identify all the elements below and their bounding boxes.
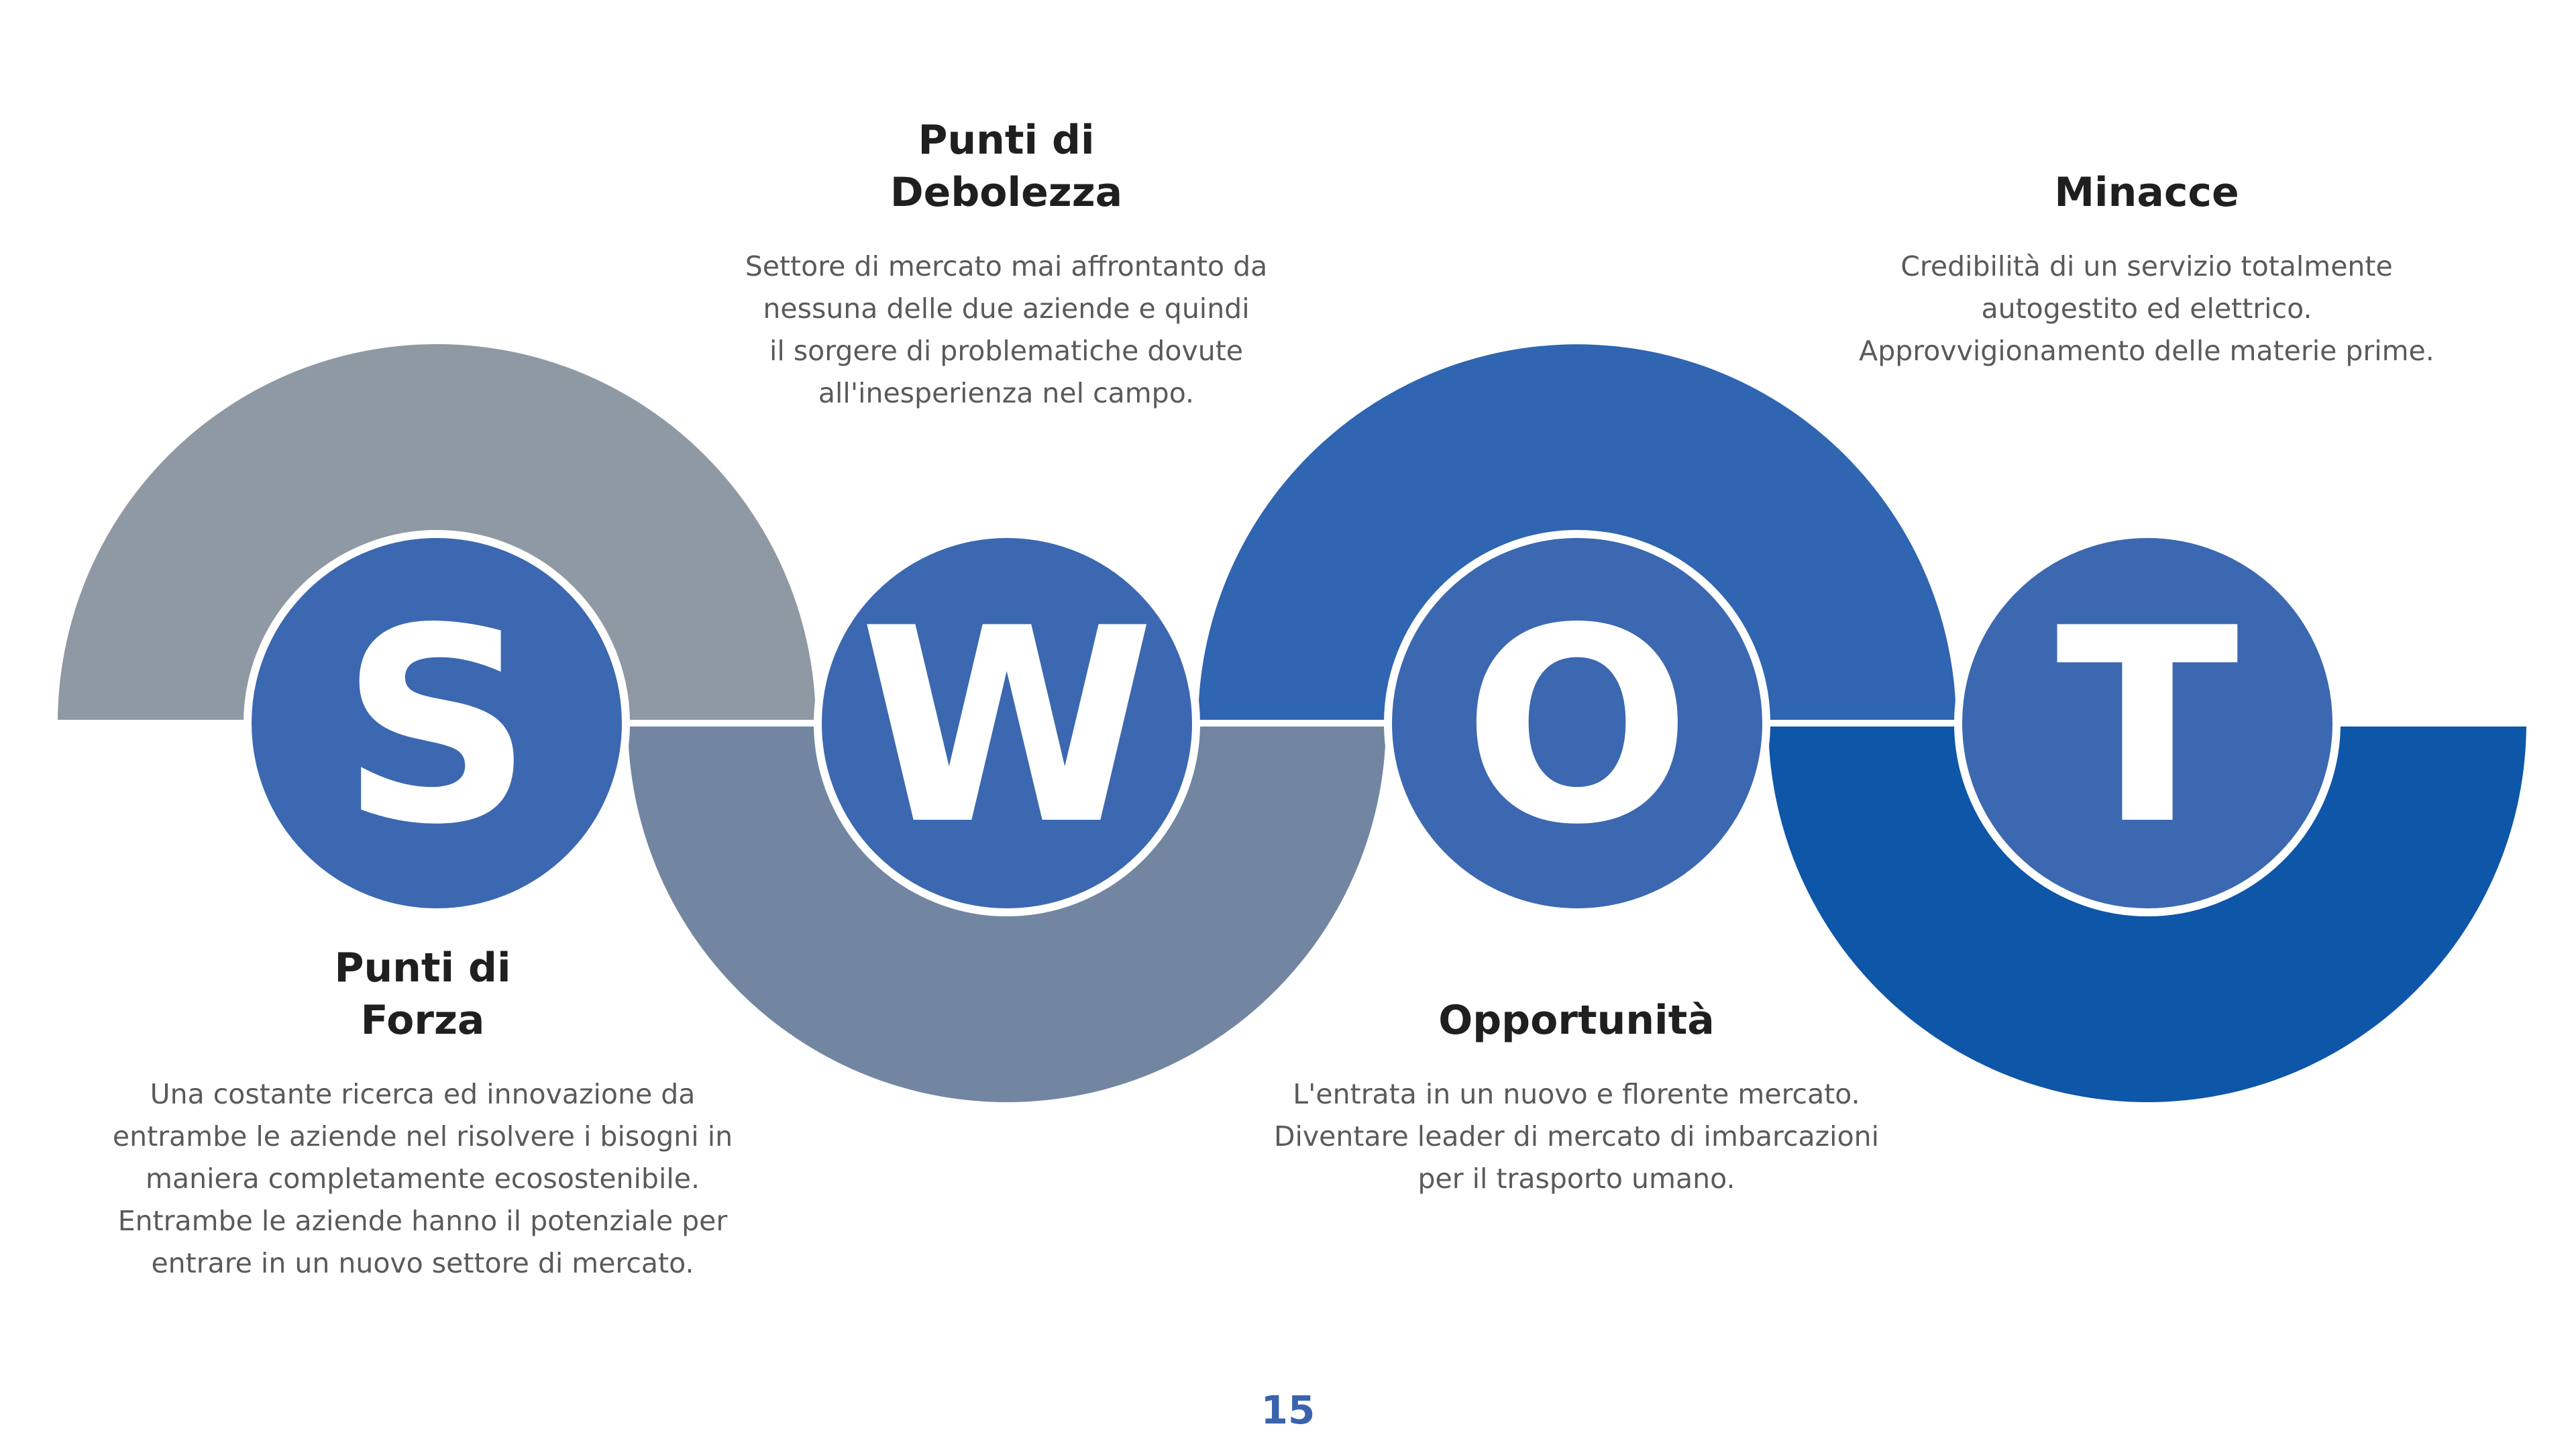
opportunities-description: L'entrata in un nuovo e florente mercato… <box>1273 1078 1880 1195</box>
strengths-title: Punti di Forza <box>334 945 511 1044</box>
letter-t: T <box>2056 572 2241 883</box>
weaknesses-block: Punti di Debolezza Settore di mercato ma… <box>671 114 1342 415</box>
threats-circle <box>1954 530 2341 916</box>
strengths-circle <box>244 530 630 916</box>
strengths-description: Una costante ricerca ed innovazione da e… <box>112 1078 733 1279</box>
opportunities-block: Opportunità L'entrata in un nuovo e flor… <box>1208 994 1945 1200</box>
weaknesses-title: Punti di Debolezza <box>890 117 1123 216</box>
letter-s: S <box>340 572 533 883</box>
weaknesses-circle <box>814 530 1200 916</box>
threats-block: Minacce Credibilità di un servizio total… <box>1811 166 2482 372</box>
letter-o: O <box>1463 572 1691 883</box>
strengths-block: Punti di Forza Una costante ricerca ed i… <box>40 942 805 1285</box>
threats-title: Minacce <box>2054 169 2239 216</box>
threats-description: Credibilità di un servizio totalmente au… <box>1859 250 2434 367</box>
page-number: 15 <box>1260 1387 1316 1433</box>
weaknesses-description: Settore di mercato mai affrontanto da ne… <box>745 250 1268 409</box>
letter-w: W <box>859 572 1155 883</box>
opportunities-circle <box>1384 530 1770 916</box>
opportunities-title: Opportunità <box>1438 997 1715 1044</box>
